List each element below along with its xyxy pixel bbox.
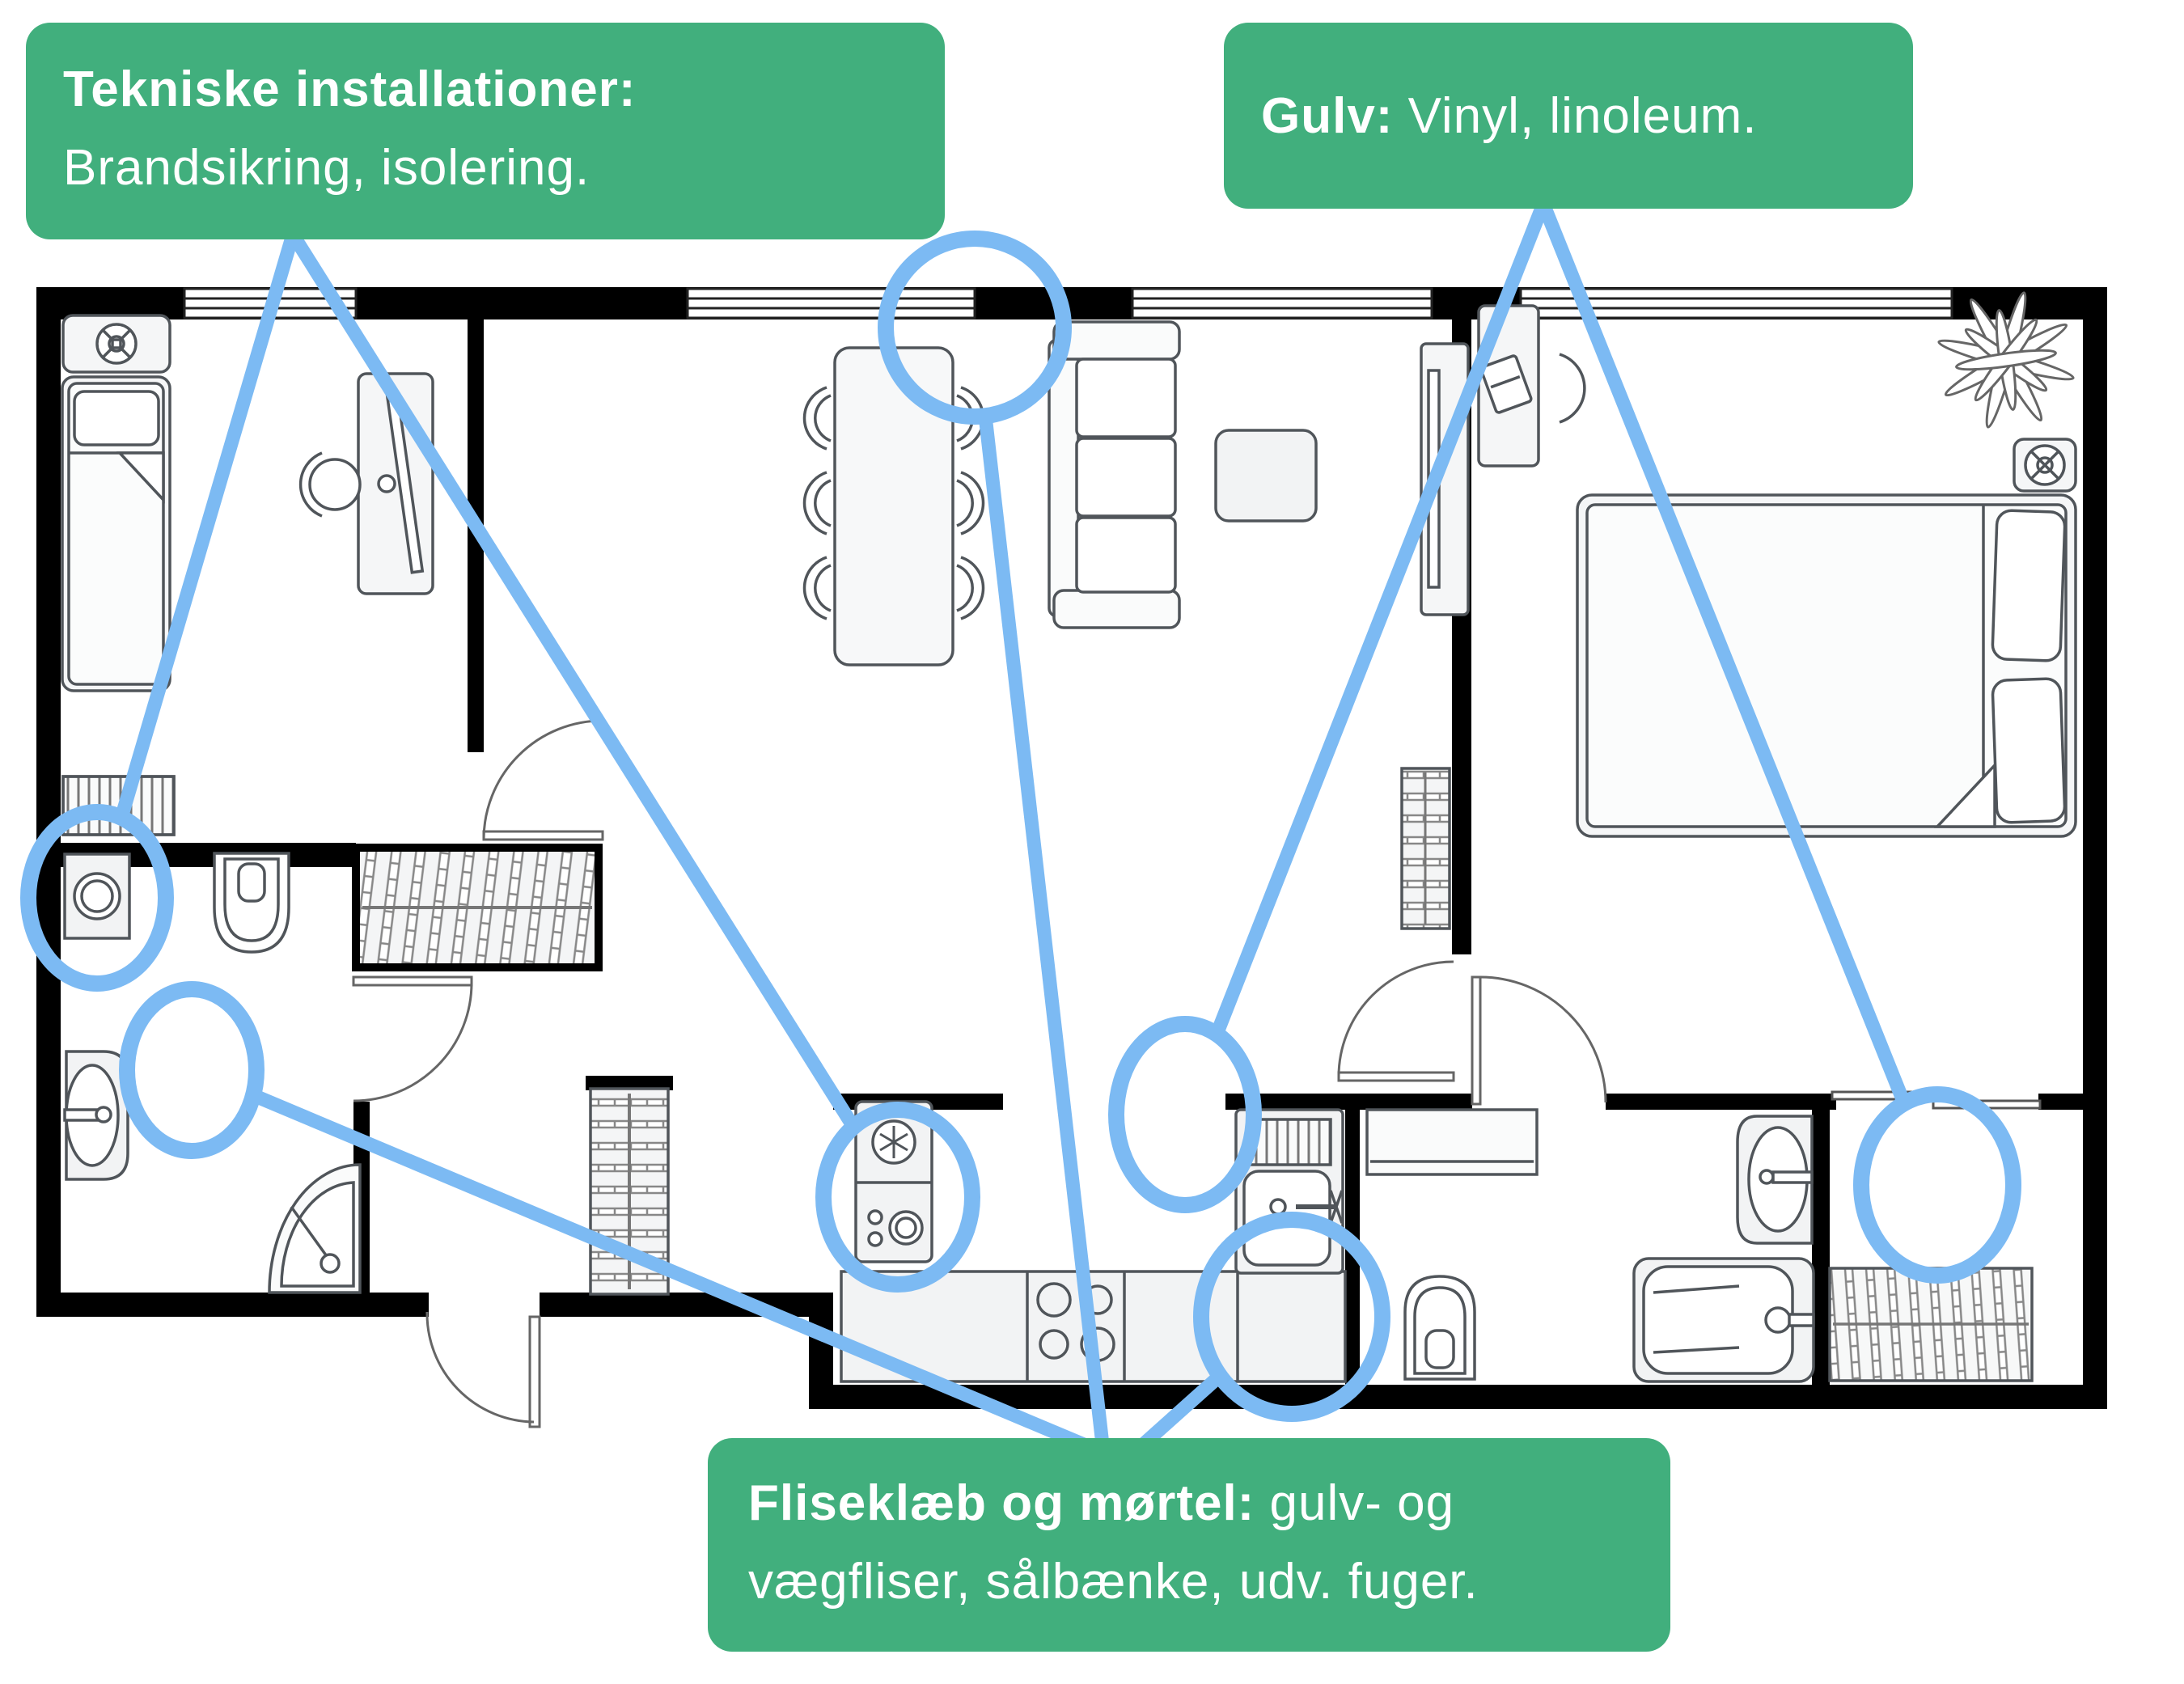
gulv-to-kitchen-floor xyxy=(1210,201,1550,1038)
desk-chair-right xyxy=(1559,353,1586,424)
plant xyxy=(1937,291,2075,429)
right-bedroom xyxy=(1477,291,2077,838)
callout-fliseklaeb-title: Fliseklæb og mørtel: xyxy=(748,1475,1255,1531)
tekniske-to-washing-machine xyxy=(114,232,300,820)
marker-fridge xyxy=(815,1102,980,1293)
left-bathroom-door xyxy=(352,975,473,1102)
double-bed xyxy=(1576,493,2077,838)
window-dining xyxy=(686,287,976,319)
callout-fliseklaeb: Fliseklæb og mørtel: gulv- og vægfliser,… xyxy=(708,1438,1670,1652)
entrance-door xyxy=(425,1311,541,1428)
bathtub xyxy=(1632,1257,1815,1383)
marker-entry-floor xyxy=(1853,1086,2021,1284)
doors xyxy=(352,719,2042,1428)
callout-gulv: Gulv: Vinyl, linoleum. xyxy=(1224,23,1913,209)
shower xyxy=(268,1163,362,1294)
coffee-table xyxy=(1214,429,1318,523)
callout-fliseklaeb-body2: vægfliser, sålbænke, udv. fuger. xyxy=(748,1554,1479,1610)
dining-set xyxy=(802,346,985,666)
left-bedroom xyxy=(61,314,434,836)
entry-room xyxy=(1828,1267,2034,1382)
marker-counter-corner xyxy=(1193,1212,1390,1422)
right-bathroom-door xyxy=(1471,975,1607,1106)
marker-window-sill xyxy=(878,231,1072,425)
fliseklaeb-to-window-sill xyxy=(978,415,1110,1445)
vent-unit-right xyxy=(2013,438,2077,493)
dining-table xyxy=(833,346,954,666)
living-wardrobe xyxy=(1400,767,1451,930)
right-bedroom-door xyxy=(1337,960,1455,1082)
entry-radiator xyxy=(1828,1267,2034,1382)
window-living xyxy=(1131,287,1433,319)
toilet-left xyxy=(213,852,290,954)
fliseklaeb-to-bathroom-floor xyxy=(250,1089,1087,1451)
left-bedroom-door xyxy=(482,719,604,841)
callout-fliseklaeb-body1: gulv- og xyxy=(1255,1475,1455,1531)
living-room xyxy=(1048,320,1470,930)
hall-closet xyxy=(352,844,603,971)
wall-shelf xyxy=(1365,1108,1539,1176)
vent-unit xyxy=(61,314,171,374)
callout-tekniske-title: Tekniske installationer: xyxy=(63,61,637,117)
marker-kitchen-floor xyxy=(1108,1016,1262,1213)
marker-washing-machine xyxy=(20,804,174,992)
left-bathroom xyxy=(63,852,362,1294)
callout-tekniske: Tekniske installationer: Brandsikring, i… xyxy=(26,23,945,239)
single-bed xyxy=(61,375,171,692)
toilet-right xyxy=(1403,1275,1476,1381)
washing-machine xyxy=(63,853,131,940)
sofa xyxy=(1048,320,1181,629)
callout-tekniske-body: Brandsikring, isolering. xyxy=(63,140,590,196)
desk-chair-left xyxy=(298,451,362,518)
right-bathroom xyxy=(1365,1108,1815,1383)
bathroom-sink-right xyxy=(1736,1115,1814,1245)
callout-gulv-body: Vinyl, linoleum. xyxy=(1393,87,1758,144)
bathroom-sink-left xyxy=(63,1050,129,1181)
fliseklaeb-to-counter-corner xyxy=(1138,1370,1225,1450)
fridge-freezer xyxy=(854,1100,933,1263)
marker-bathroom-floor xyxy=(119,981,265,1159)
callout-gulv-title: Gulv: xyxy=(1261,87,1394,144)
gulv-to-entry-floor xyxy=(1537,201,1911,1106)
tekniske-to-fridge xyxy=(286,231,860,1131)
